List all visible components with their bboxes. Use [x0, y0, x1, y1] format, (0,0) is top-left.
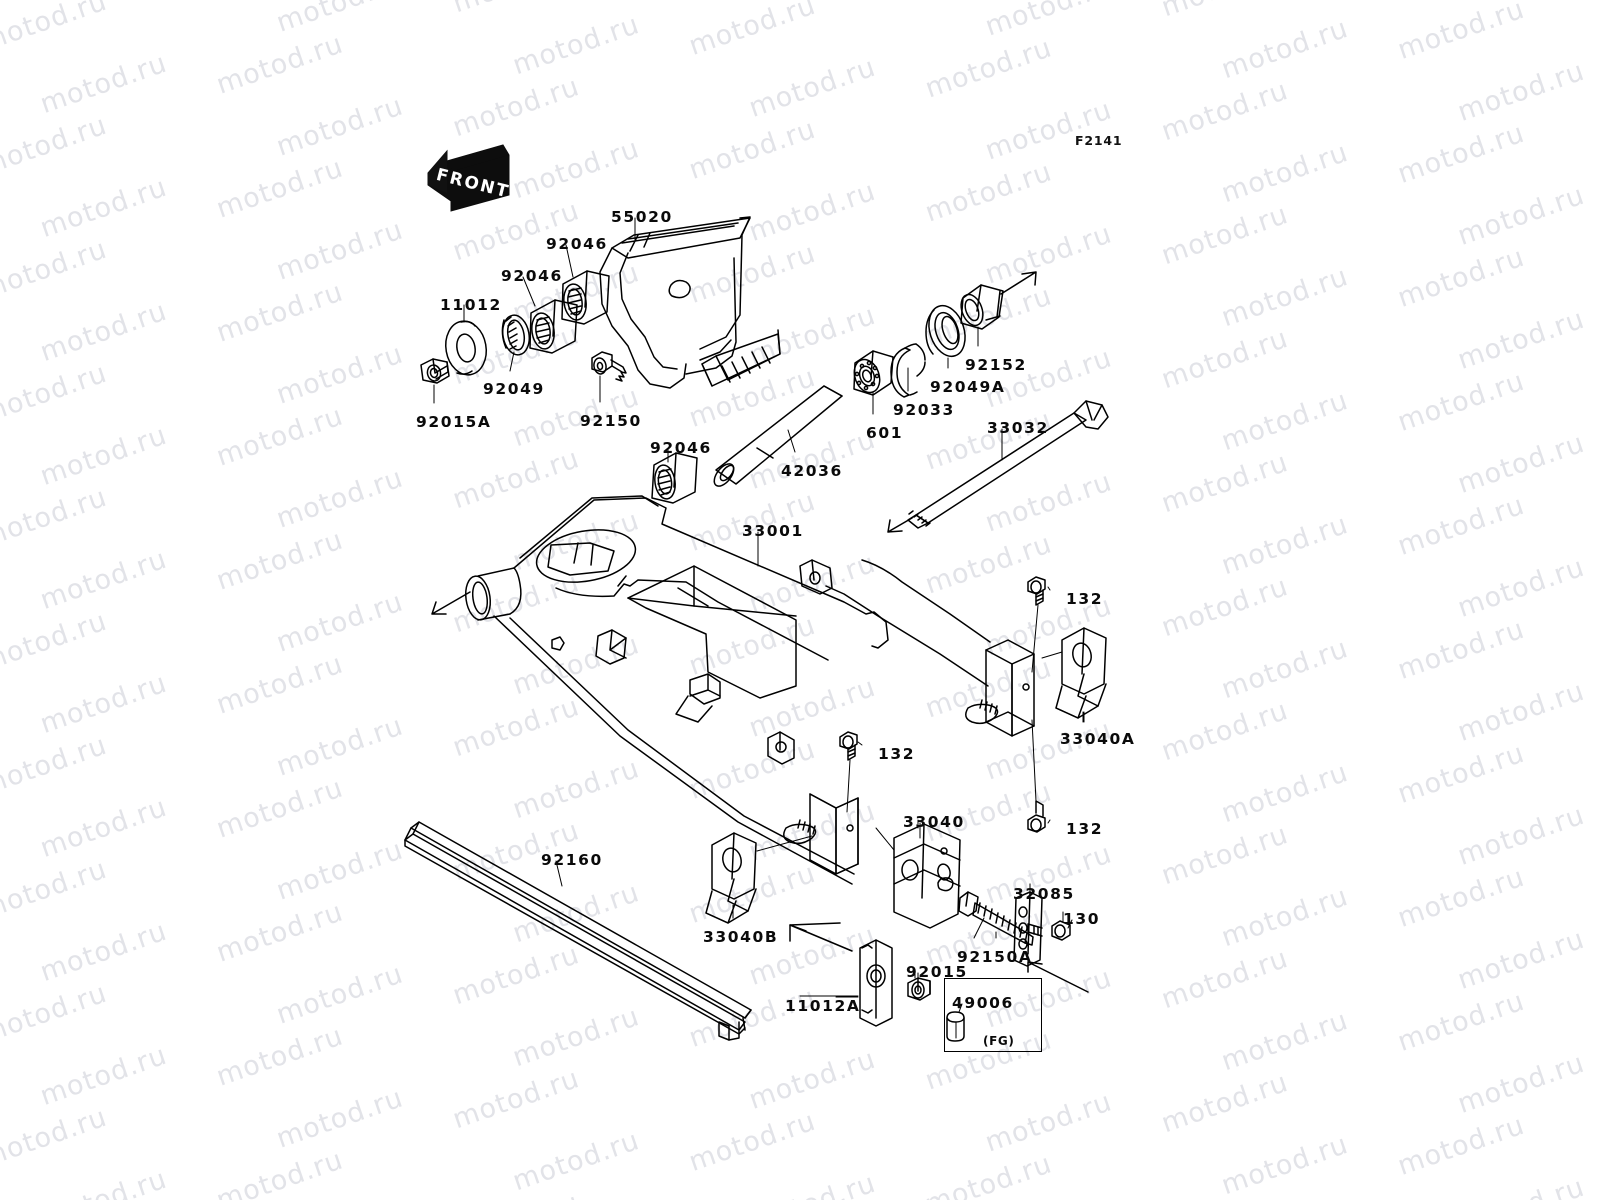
- part-42036: [713, 385, 843, 487]
- front-direction-marker: FRONT: [425, 143, 517, 215]
- leader-33032-arrow: [887, 517, 913, 533]
- callout-FG: (FG): [983, 1034, 1015, 1048]
- part-33040: [875, 819, 961, 929]
- callout-92150: 92150: [580, 412, 642, 430]
- part-92049A: [925, 304, 966, 358]
- part-92046-c: [651, 452, 698, 504]
- part-55020: [599, 216, 781, 389]
- callout-601: 601: [866, 424, 904, 442]
- callout-92152: 92152: [965, 356, 1027, 374]
- callout-11012: 11012: [440, 296, 502, 314]
- part-92160: [404, 821, 752, 1041]
- callout-92046c: 92046: [650, 439, 712, 457]
- callout-33040A: 33040A: [1060, 730, 1136, 748]
- callout-130: 130: [1063, 910, 1101, 928]
- callout-33001: 33001: [742, 522, 804, 540]
- part-92049: [501, 314, 531, 356]
- part-33040A: [1041, 627, 1107, 723]
- part-33032: [887, 400, 1109, 533]
- callout-42036: 42036: [781, 462, 843, 480]
- callout-92160: 92160: [541, 851, 603, 869]
- callout-11012A: 11012A: [785, 997, 861, 1015]
- diagram-code: F2141: [1075, 133, 1123, 148]
- part-132-b: [839, 731, 858, 813]
- callout-32085: 32085: [1013, 885, 1075, 903]
- part-92046-b: [561, 270, 610, 325]
- callout-92046b: 92046: [546, 235, 608, 253]
- callout-92049: 92049: [483, 380, 545, 398]
- part-92152: [960, 284, 1004, 330]
- part-92015A: [420, 358, 450, 384]
- part-33040B: [705, 832, 813, 924]
- part-92150A: [958, 891, 1034, 946]
- part-92046-a: [529, 299, 578, 354]
- callout-92015A: 92015A: [416, 413, 492, 431]
- callout-33032: 33032: [987, 419, 1049, 437]
- part-33001: [431, 495, 1035, 885]
- part-11012: [445, 320, 487, 376]
- part-130: [1027, 911, 1089, 993]
- leader-92152: [1000, 271, 1037, 295]
- part-601: [853, 350, 894, 396]
- part-49006: [946, 999, 965, 1042]
- callout-132b: 132: [878, 745, 916, 763]
- callout-92033: 92033: [893, 401, 955, 419]
- callout-132a: 132: [1066, 590, 1104, 608]
- part-132-a: [1027, 576, 1046, 673]
- grease-inset-box: [944, 978, 1042, 1052]
- leader-lines: [433, 217, 1085, 1013]
- callout-92049A: 92049A: [930, 378, 1006, 396]
- part-92033: [890, 343, 926, 398]
- callout-33040B: 33040B: [703, 928, 779, 946]
- callout-132c: 132: [1066, 820, 1104, 838]
- callout-92150A: 92150A: [957, 948, 1033, 966]
- callout-55020: 55020: [611, 208, 673, 226]
- callout-92015: 92015: [906, 963, 968, 981]
- callout-92046a: 92046: [501, 267, 563, 285]
- part-92150: [591, 351, 627, 382]
- part-132-c: [1027, 719, 1046, 833]
- callout-49006: 49006: [952, 994, 1014, 1012]
- part-11012A: [789, 922, 893, 1027]
- callout-33040: 33040: [903, 813, 965, 831]
